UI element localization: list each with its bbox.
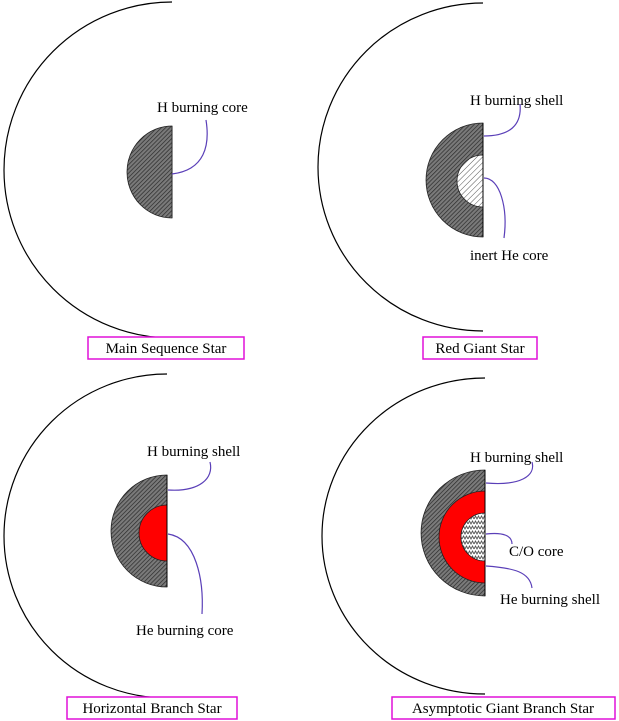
caption-horizontal-branch: Horizontal Branch Star xyxy=(82,701,221,717)
leader-line-co-core xyxy=(485,532,513,545)
star-envelope xyxy=(317,2,484,332)
he-burning-core xyxy=(138,504,168,562)
leader-line-shell xyxy=(167,461,212,491)
caption-box xyxy=(66,696,238,720)
leader-line-he-shell xyxy=(485,565,533,589)
leader-line-shell xyxy=(483,103,521,137)
h-burning-core xyxy=(126,125,173,219)
label-h-burning-core: H burning core xyxy=(157,100,248,116)
caption-red-giant: Red Giant Star xyxy=(435,341,524,357)
panel-horizontal-branch: H burning shell He burning core Horizont… xyxy=(3,373,240,720)
inert-he-core xyxy=(456,154,484,208)
label-co-core: C/O core xyxy=(509,544,564,560)
panel-red-giant: H burning shell inert He core Red Giant … xyxy=(317,2,563,360)
leader-line-h-shell xyxy=(485,461,534,485)
label-h-burning-shell: H burning shell xyxy=(470,93,563,109)
label-h-burning-shell: H burning shell xyxy=(470,450,563,466)
label-inert-he-core: inert He core xyxy=(470,248,549,264)
star-envelope xyxy=(3,373,168,699)
leader-line-core xyxy=(483,177,506,239)
star-envelope xyxy=(3,1,173,339)
label-he-burning-core: He burning core xyxy=(136,623,234,639)
leader-line-core xyxy=(167,533,203,615)
label-h-burning-shell: H burning shell xyxy=(147,444,240,460)
label-he-burning-shell: He burning shell xyxy=(500,592,600,608)
h-burning-shell xyxy=(425,122,484,238)
caption-box xyxy=(391,696,616,720)
caption-agb: Asymptotic Giant Branch Star xyxy=(412,701,594,717)
caption-main-sequence: Main Sequence Star xyxy=(106,341,227,357)
panel-agb: H burning shell C/O core He burning shel… xyxy=(321,377,616,720)
star-envelope xyxy=(321,377,486,695)
caption-box xyxy=(87,336,245,360)
co-core xyxy=(460,512,486,562)
caption-box xyxy=(422,336,538,360)
panel-main-sequence: H burning core Main Sequence Star xyxy=(3,1,248,360)
leader-line-core xyxy=(171,119,208,175)
